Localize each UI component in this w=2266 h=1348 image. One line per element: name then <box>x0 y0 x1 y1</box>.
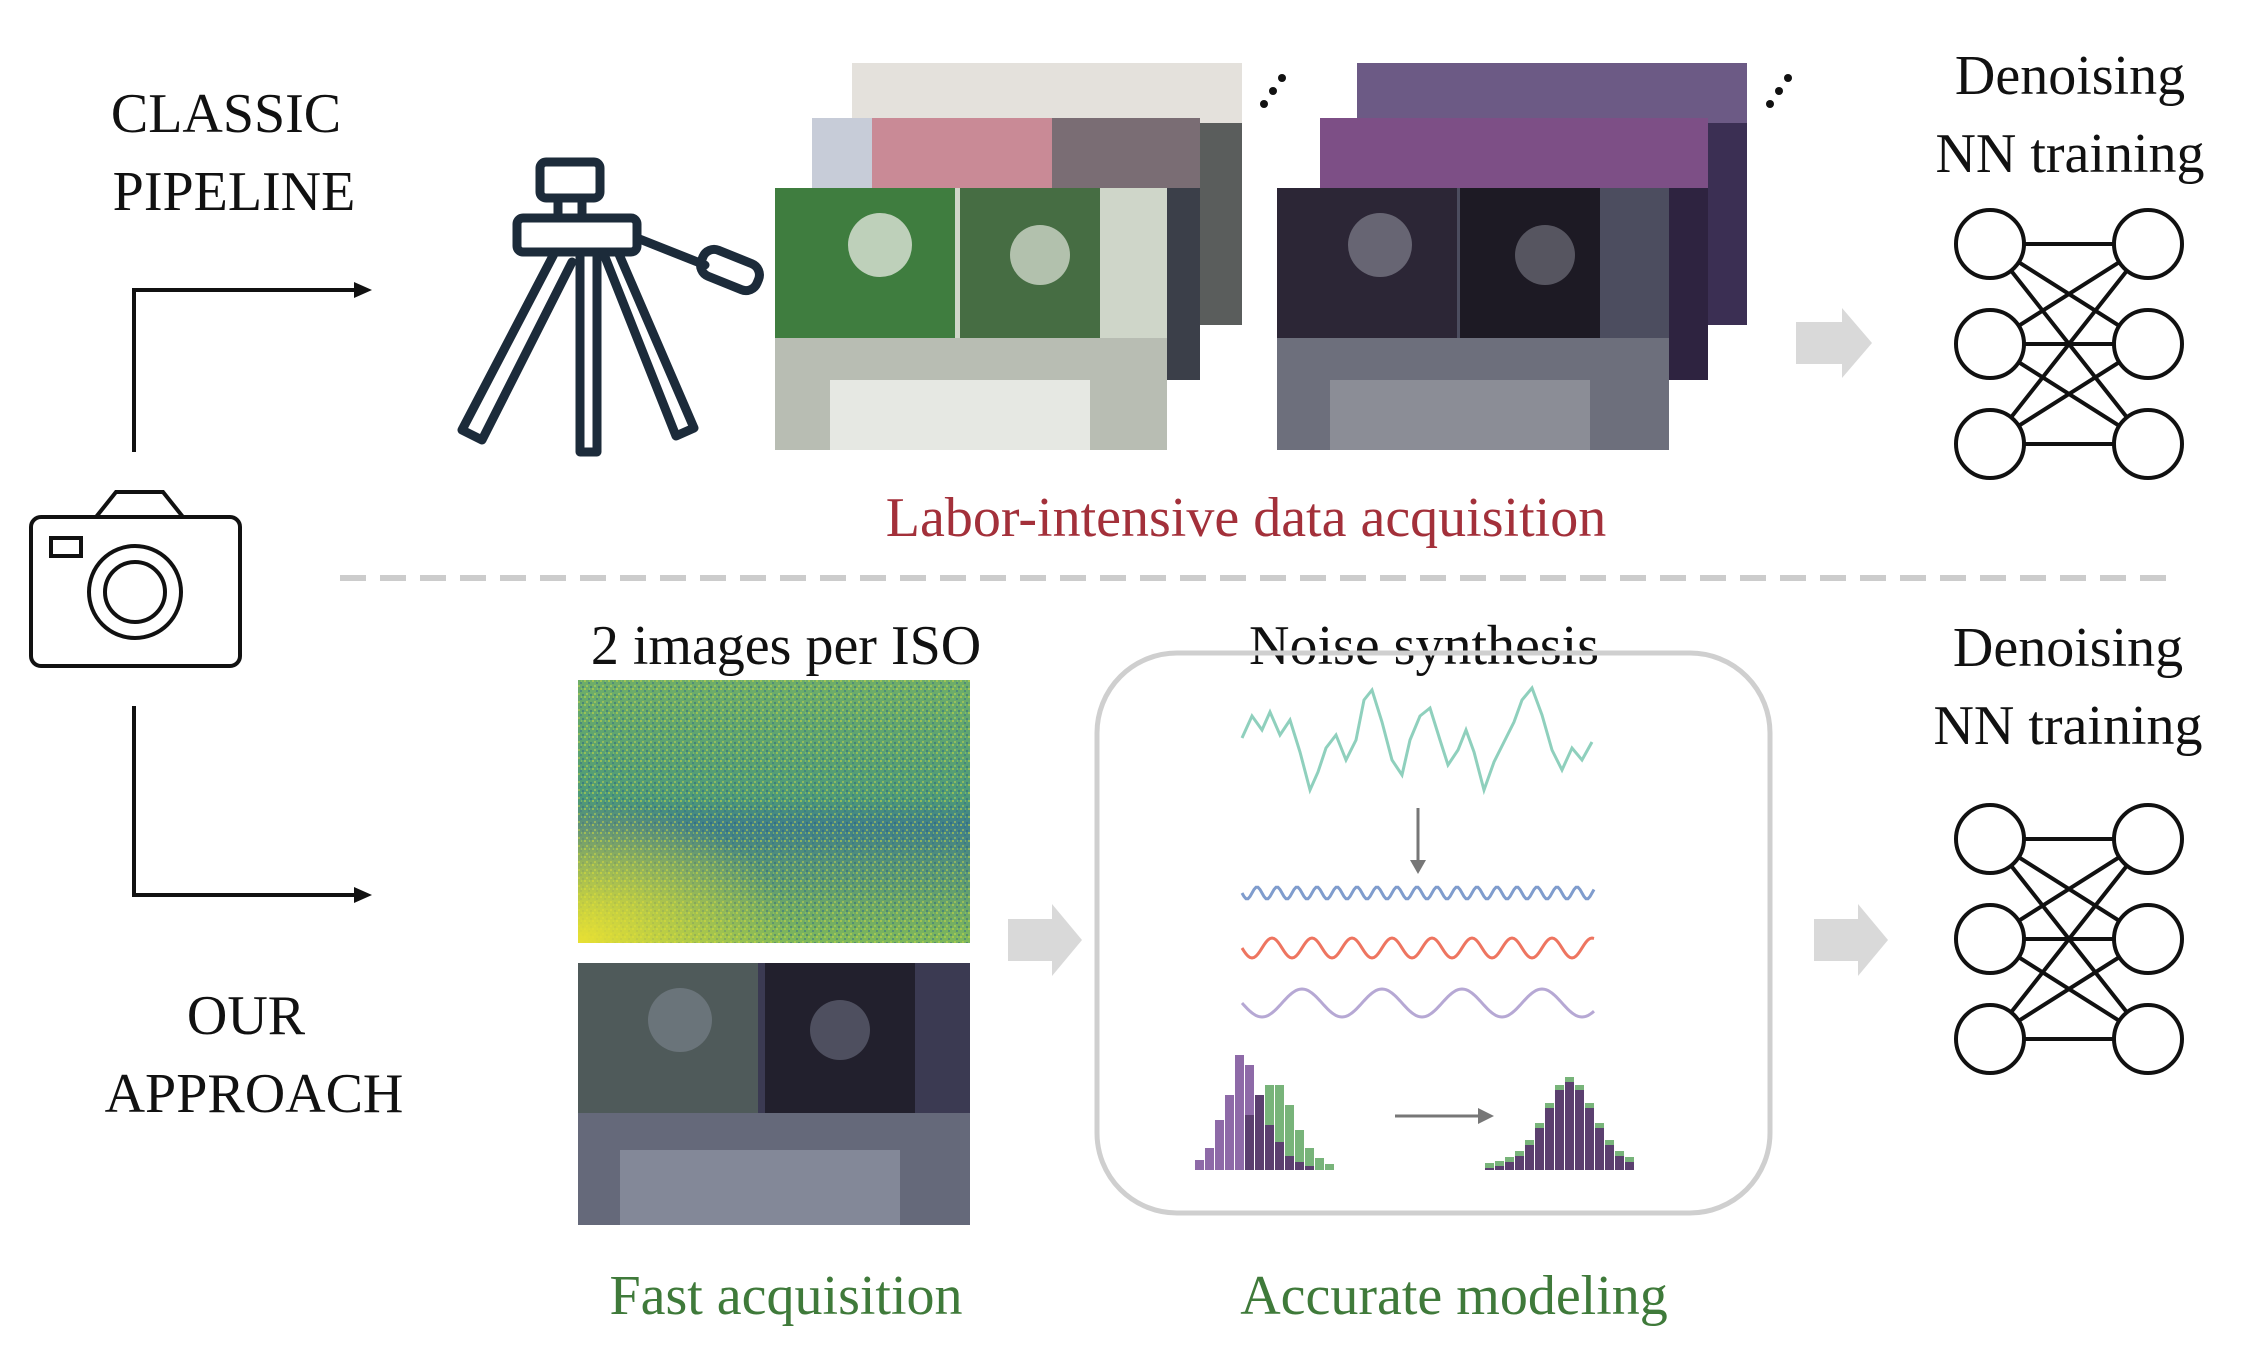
histogram-bar-green-cap <box>1495 1161 1504 1166</box>
classic-caption: Labor-intensive data acquisition <box>885 487 1607 549</box>
histogram-bar-purple <box>1225 1095 1234 1170</box>
histogram-bar-green-cap <box>1545 1103 1554 1108</box>
histogram-bar-overlap <box>1245 1115 1254 1170</box>
sinusoid-mid-frequency <box>1240 936 1595 960</box>
classic-output-line2: NN training <box>1935 123 2205 185</box>
histogram-bar-purple <box>1235 1055 1244 1170</box>
branch-arrow-classic <box>132 288 360 452</box>
histogram-bar-purple <box>1195 1160 1204 1170</box>
classic-label-line2: PIPELINE <box>112 161 356 223</box>
noisy-image-stack <box>1277 63 1747 450</box>
histogram-bar-overlap <box>1495 1166 1504 1170</box>
gray-arrow-ours <box>1814 904 1888 976</box>
histogram-bar-green-cap <box>1595 1123 1604 1128</box>
histogram-bar-green <box>1295 1130 1304 1170</box>
histogram-bar-overlap <box>1485 1168 1494 1170</box>
ellipsis-dots-1 <box>1260 74 1286 108</box>
histogram-bar-overlap <box>1615 1156 1624 1170</box>
histogram-bar-green <box>1285 1105 1294 1170</box>
neural-network-icon-ours <box>1954 803 2184 1075</box>
histogram-bar-green-cap <box>1485 1163 1494 1168</box>
histogram-bar-green-cap <box>1505 1157 1514 1162</box>
histogram-bar-overlap <box>1625 1162 1634 1170</box>
branch-arrowhead-classic <box>354 282 372 298</box>
histogram-bar-overlap <box>1545 1108 1554 1170</box>
histogram-bar-overlap <box>1595 1128 1604 1170</box>
ours-output-line2: NN training <box>1933 695 2203 757</box>
histogram-bar-overlap <box>1565 1082 1574 1170</box>
tripod-icon <box>457 157 764 457</box>
histogram-bar-overlap <box>1275 1142 1284 1170</box>
histogram-bar-overlap <box>1305 1166 1314 1170</box>
histogram-bar-green-cap <box>1605 1140 1614 1145</box>
histogram-bar-green-cap <box>1575 1085 1584 1090</box>
histogram-bar-overlap <box>1285 1156 1294 1170</box>
classic-output-line1: Denoising <box>1954 45 2186 107</box>
ours-output-line1: Denoising <box>1952 617 2184 679</box>
histogram-bar-overlap <box>1255 1095 1264 1170</box>
histogram-bar-purple <box>1205 1148 1214 1170</box>
classic-label-line1: CLASSIC <box>110 83 342 145</box>
gray-arrow-classic <box>1796 308 1872 378</box>
histogram-bar-green <box>1315 1158 1324 1170</box>
histogram-bar-green-cap <box>1615 1151 1624 1156</box>
histogram-bar-overlap <box>1295 1162 1304 1170</box>
histogram-bar-green-cap <box>1535 1123 1544 1128</box>
branch-arrowhead-ours <box>354 887 372 903</box>
histogram-after <box>1485 1077 1634 1170</box>
images-per-iso-label: 2 images per ISO <box>590 615 982 677</box>
histogram-bar-overlap <box>1505 1162 1514 1170</box>
sinusoid-high-frequency <box>1240 885 1596 901</box>
histogram-arrowhead <box>1478 1108 1494 1124</box>
noise-synthesis-box <box>1094 650 1773 1216</box>
histogram-bar-green-cap <box>1525 1140 1534 1145</box>
histogram-bar-green <box>1325 1164 1334 1170</box>
histogram-bar-overlap <box>1515 1156 1524 1170</box>
ours-label-line2: APPROACH <box>104 1063 404 1125</box>
histogram-bar-green-cap <box>1565 1077 1574 1082</box>
histogram-bar-overlap <box>1555 1090 1564 1170</box>
histogram-before <box>1195 1055 1334 1170</box>
histogram-bar-green-cap <box>1515 1151 1524 1156</box>
histogram-bar-overlap <box>1265 1125 1274 1170</box>
histogram-bar-overlap <box>1585 1108 1594 1170</box>
dark-scene-image <box>578 963 970 1225</box>
decompose-arrowhead <box>1410 860 1426 874</box>
sinusoid-low-frequency <box>1240 987 1595 1019</box>
histogram-bar-overlap <box>1525 1145 1534 1170</box>
ellipsis-dots-2 <box>1766 74 1792 108</box>
histogram-bar-green <box>1305 1148 1314 1170</box>
gray-arrow-images <box>1008 904 1082 976</box>
noise-synthesis-label: Noise synthesis <box>1249 615 1599 677</box>
histogram-bar-green-cap <box>1555 1085 1564 1090</box>
noise-image <box>578 680 970 943</box>
noisy-signal-wave <box>1240 685 1594 796</box>
ours-label-line1: OUR <box>186 985 306 1047</box>
histogram-bar-green <box>1275 1085 1284 1170</box>
accurate-modeling-caption: Accurate modeling <box>1240 1265 1668 1327</box>
camera-icon <box>29 490 242 668</box>
histogram-bar-green-cap <box>1585 1103 1594 1108</box>
fast-acquisition-caption: Fast acquisition <box>609 1265 963 1327</box>
histogram-bar-green-cap <box>1625 1157 1634 1162</box>
histogram-bar-overlap <box>1605 1145 1614 1170</box>
sinusoid-components <box>1240 885 1596 1019</box>
histogram-bar-purple <box>1215 1120 1224 1170</box>
branch-arrow-ours <box>132 706 360 897</box>
histogram-bar-overlap <box>1535 1128 1544 1170</box>
clean-image-stack <box>775 63 1242 450</box>
neural-network-icon-classic <box>1954 208 2184 480</box>
histogram-bar-overlap <box>1575 1090 1584 1170</box>
